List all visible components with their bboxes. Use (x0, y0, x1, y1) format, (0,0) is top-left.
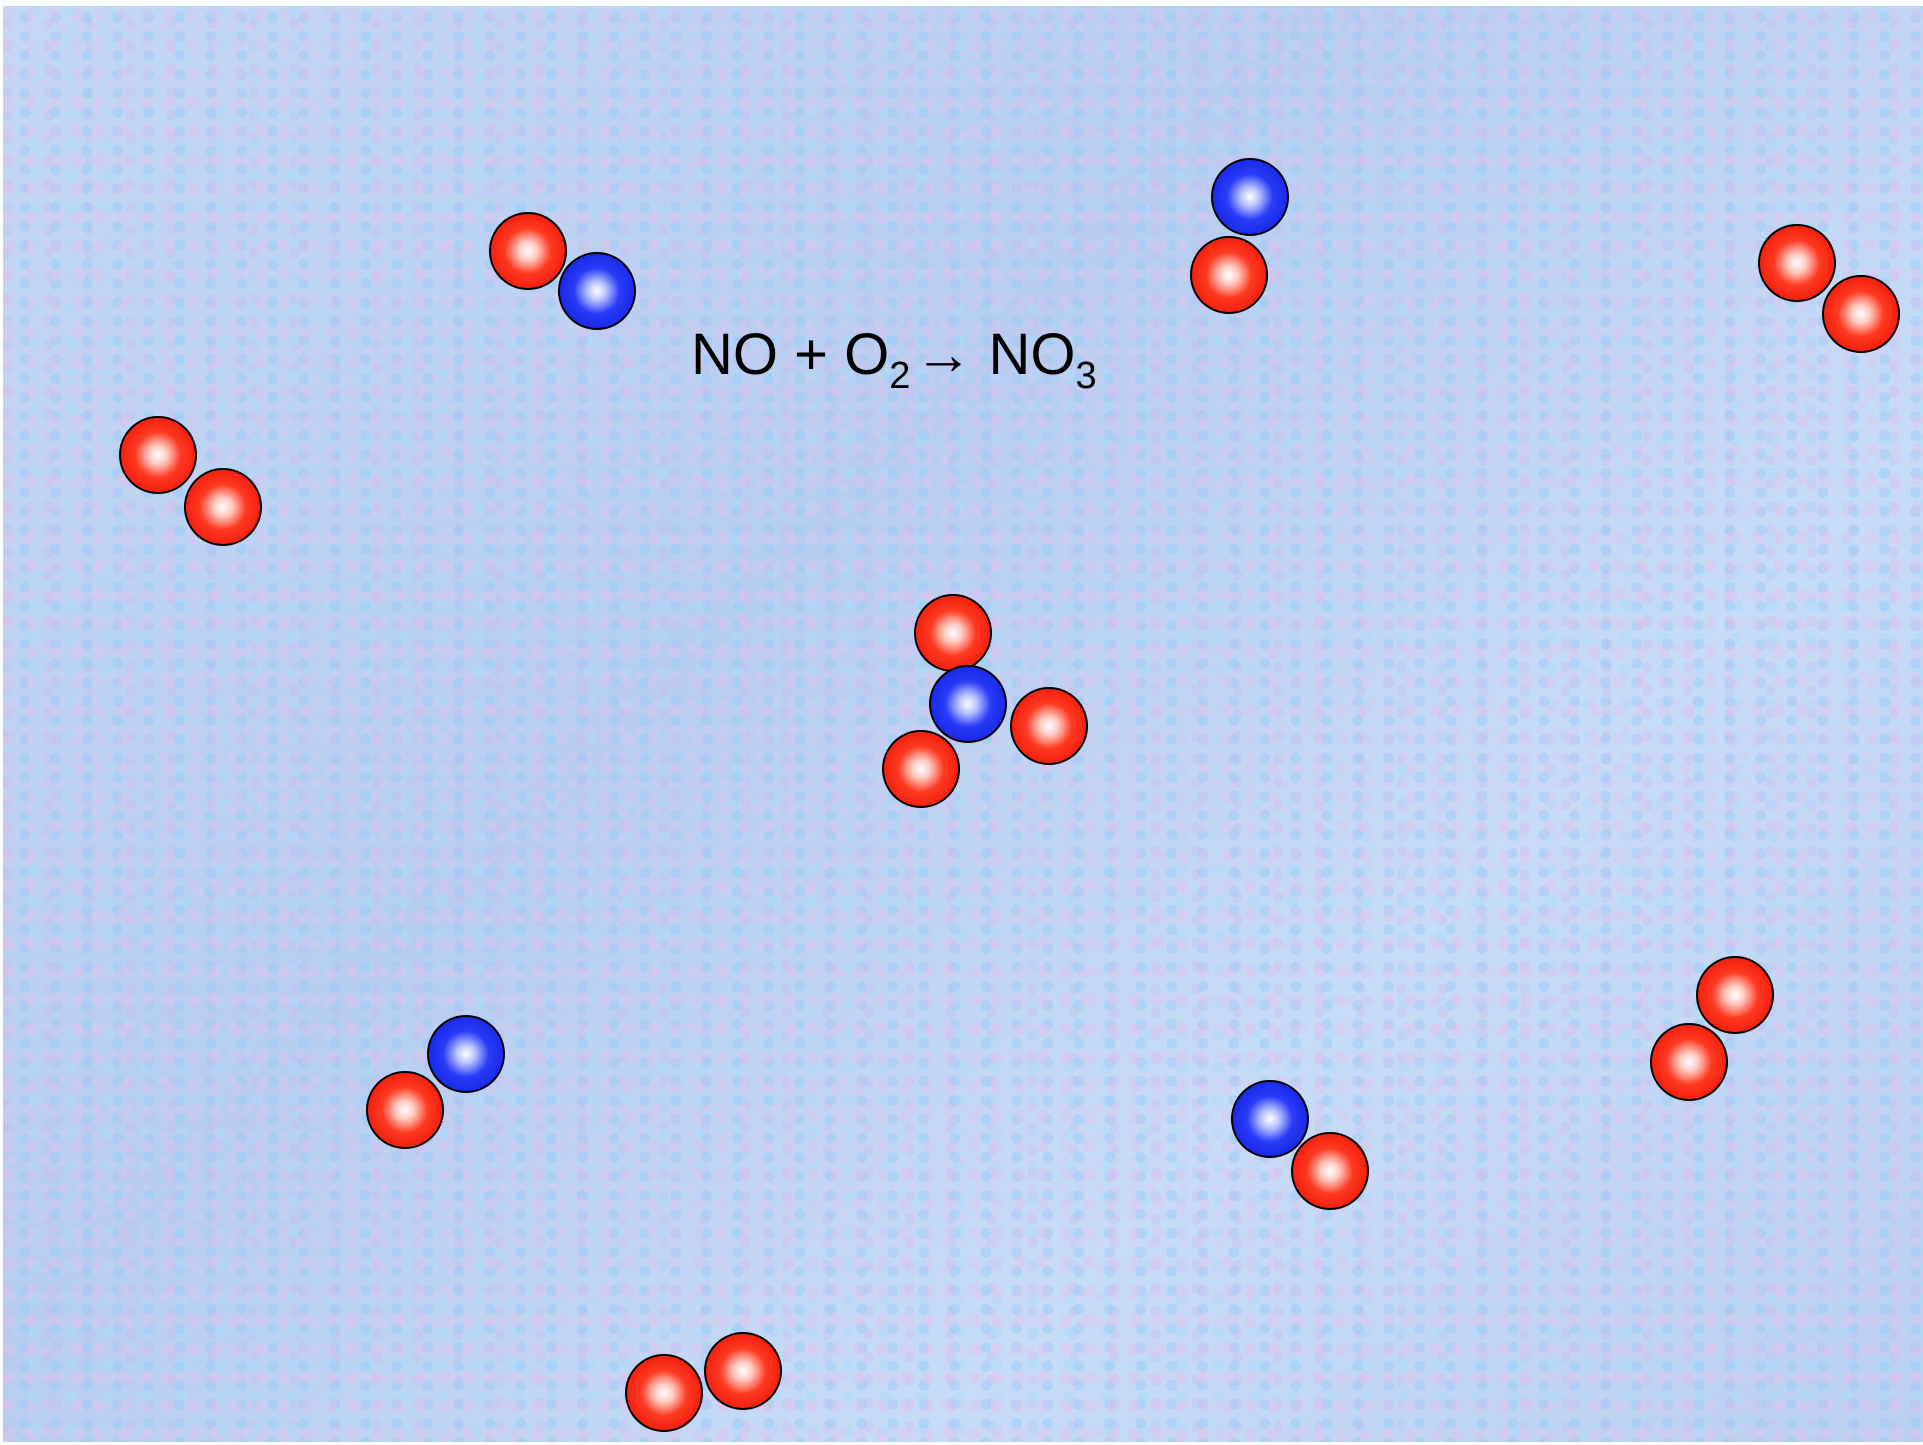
reactant-o2: O (844, 322, 890, 387)
molecule-no (1231, 1080, 1369, 1210)
molecule-no (366, 1015, 505, 1149)
oxygen-atom (366, 1071, 444, 1149)
molecule-no (489, 212, 636, 330)
molecule-o2 (1650, 956, 1774, 1101)
oxygen-atom (489, 212, 567, 290)
product-no3-subscript: 3 (1075, 355, 1097, 397)
reaction-equation: NO + O2→ NO3 (691, 322, 1097, 396)
oxygen-atom (1696, 956, 1774, 1034)
molecule-o2 (625, 1332, 782, 1432)
nitrogen-atom (1231, 1080, 1309, 1158)
oxygen-atom (704, 1332, 782, 1410)
molecule-field (119, 158, 1900, 1432)
oxygen-atom (1291, 1132, 1369, 1210)
reactant-no: NO (691, 322, 778, 387)
molecule-no3 (882, 594, 1088, 808)
plus-sign: + (778, 322, 845, 387)
nitrogen-atom (427, 1015, 505, 1093)
reactant-o2-subscript: 2 (889, 355, 911, 397)
nitrogen-atom (1211, 158, 1289, 236)
oxygen-atom (119, 416, 197, 494)
reaction-arrow: → (914, 322, 973, 387)
oxygen-atom (1010, 687, 1088, 765)
molecule-o2 (119, 416, 262, 546)
oxygen-atom (914, 594, 992, 672)
nitrogen-atom (558, 252, 636, 330)
oxygen-atom (882, 730, 960, 808)
nitrogen-atom (929, 665, 1007, 743)
oxygen-atom (1758, 224, 1836, 302)
molecule-o2 (1758, 224, 1900, 353)
product-no3: NO (988, 322, 1076, 387)
oxygen-atom (1822, 275, 1900, 353)
molecule-no (1190, 158, 1289, 314)
oxygen-atom (184, 468, 262, 546)
oxygen-atom (1650, 1023, 1728, 1101)
slide-canvas: NO + O2→ NO3 (3, 6, 1923, 1442)
oxygen-atom (625, 1354, 703, 1432)
oxygen-atom (1190, 236, 1268, 314)
